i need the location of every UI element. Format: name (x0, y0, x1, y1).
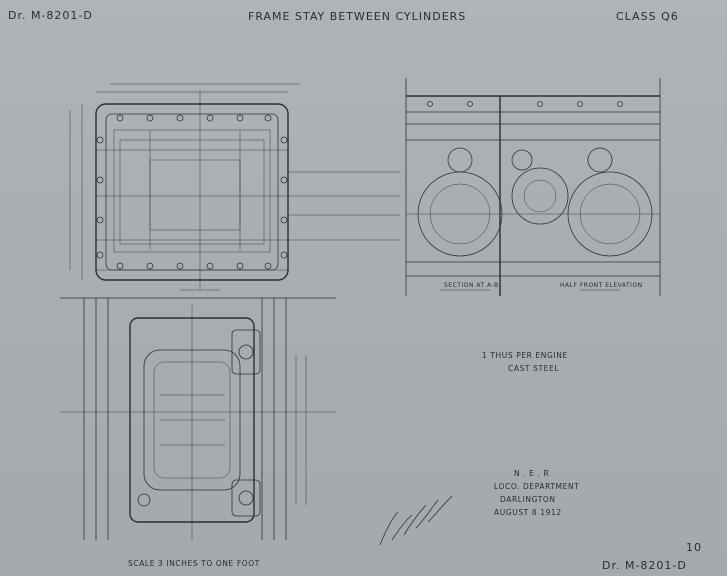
drawing-number-top: Dr. M-8201-D (8, 9, 93, 22)
class-label: CLASS Q6 (616, 10, 679, 23)
class-value: Q6 (661, 10, 679, 23)
department: LOCO. DEPARTMENT (494, 482, 580, 491)
sheet-number: 10 (686, 541, 702, 554)
plan-view (69, 83, 400, 291)
drawing-date: AUGUST 8 1912 (494, 508, 562, 517)
scale-note: SCALE 3 INCHES TO ONE FOOT (128, 559, 260, 568)
drawing-number-bottom: Dr. M-8201-D (602, 559, 687, 572)
material-note: CAST STEEL (508, 364, 560, 373)
company-name: N . E . R (514, 469, 550, 478)
quantity-note: 1 THUS PER ENGINE (482, 351, 568, 360)
section-caption: SECTION AT A-B (444, 282, 499, 289)
place: DARLINGTON (500, 495, 556, 504)
section-view (405, 78, 661, 296)
class-label-text: CLASS (616, 10, 657, 23)
half-front-caption: HALF FRONT ELEVATION (560, 282, 643, 289)
drawing-title: FRAME STAY BETWEEN CYLINDERS (248, 10, 467, 23)
elevation-view (60, 297, 336, 540)
